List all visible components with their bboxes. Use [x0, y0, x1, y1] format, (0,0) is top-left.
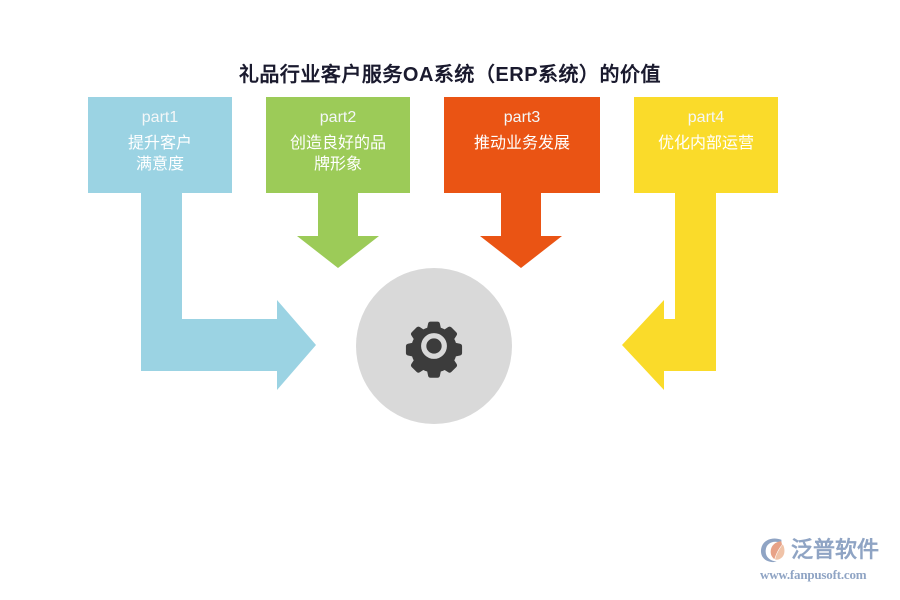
watermark-logo: 泛普软件 www.fanpusoft.com: [758, 534, 894, 588]
card-shape-part2: [266, 97, 410, 205]
arrow-part3-down: [480, 193, 562, 268]
logo-row: 泛普软件: [758, 536, 879, 564]
card-title-line1-4: 优化内部运营: [657, 135, 754, 153]
card-title-line1-3: 推动业务发展: [473, 135, 570, 153]
logo-brand-text: 泛普软件: [791, 537, 880, 562]
card-part-label-1: part1: [141, 109, 179, 126]
diagram-group-part3[interactable]: [444, 97, 600, 268]
card-part-label-4: part4: [687, 109, 725, 126]
card-title-line2-1: 满意度: [135, 155, 184, 173]
arrow-part4-down-then-left: [622, 193, 716, 390]
card-text-part1: part1 提升客户 满意度: [88, 108, 232, 175]
card-shape-part1: [88, 97, 232, 205]
logo-url-text: www.fanpusoft.com: [760, 567, 867, 582]
card-part-label-3: part3: [503, 109, 541, 126]
card-shape-part3: [444, 97, 600, 205]
card-title-line2-2: 牌形象: [313, 155, 362, 173]
arrow-part1-down-then-right: [141, 193, 316, 390]
card-part-label-2: part2: [319, 109, 357, 126]
fanpu-logo-icon: [760, 538, 785, 563]
arrow-part2-down: [297, 193, 379, 268]
card-title-line1-2: 创造良好的品: [289, 135, 386, 153]
card-text-part3: part3 推动业务发展: [444, 108, 600, 155]
diagram-group-part4[interactable]: [622, 97, 778, 390]
gear-icon: [405, 321, 463, 378]
card-shape-part4: [634, 97, 778, 205]
card-text-part4: part4 优化内部运营: [634, 108, 778, 155]
center-node[interactable]: [356, 268, 512, 424]
diagram-group-part2[interactable]: [266, 97, 410, 268]
card-title-line1-1: 提升客户: [127, 135, 192, 153]
card-text-part2: part2 创造良好的品 牌形象: [266, 108, 410, 175]
diagram-group-part1[interactable]: [88, 97, 316, 390]
page-title: 礼品行业客户服务OA系统（ERP系统）的价值: [238, 64, 662, 86]
